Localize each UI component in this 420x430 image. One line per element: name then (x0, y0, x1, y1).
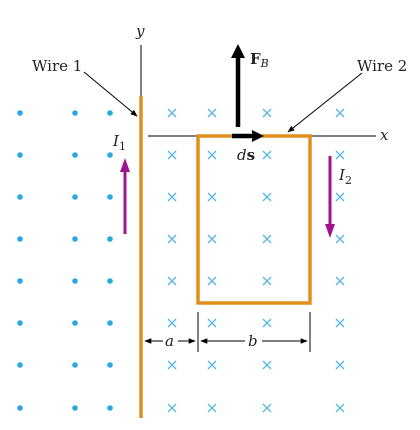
field-cross (262, 403, 272, 413)
field-cross (262, 108, 272, 118)
field-cross (335, 150, 345, 160)
field-cross (262, 192, 272, 202)
field-cross (207, 276, 217, 286)
wire-2-label: Wire 2 (357, 57, 407, 75)
ds-label: ds (237, 146, 255, 164)
field-cross (207, 318, 217, 328)
field-dot (107, 194, 113, 200)
field-dot (17, 194, 23, 200)
x-axis-label: x (380, 126, 389, 144)
field-cross (207, 192, 217, 202)
field-cross (262, 318, 272, 328)
field-cross (335, 234, 345, 244)
field-dot (107, 278, 113, 284)
current-1-arrow-head (120, 158, 130, 172)
field-dot (72, 194, 78, 200)
field-cross (262, 150, 272, 160)
current-2-arrow-head (325, 224, 335, 238)
field-cross (207, 150, 217, 160)
field-cross (335, 276, 345, 286)
field-crosses-into-page (167, 108, 345, 413)
wire-1-label: Wire 1 (32, 57, 82, 75)
field-cross (207, 234, 217, 244)
field-dot (107, 110, 113, 116)
field-dot (17, 320, 23, 326)
field-cross (167, 318, 177, 328)
field-dot (17, 152, 23, 158)
field-dot (107, 405, 113, 411)
field-dot (107, 320, 113, 326)
field-cross (167, 150, 177, 160)
field-dot (107, 236, 113, 242)
field-cross (335, 403, 345, 413)
field-dots-out-of-page (17, 110, 113, 411)
wire-2-pointer (287, 72, 363, 133)
field-dot (72, 152, 78, 158)
field-dot (107, 362, 113, 368)
field-dot (17, 110, 23, 116)
dim-b-label: b (248, 332, 258, 350)
field-dot (107, 152, 113, 158)
force-label: FB (250, 50, 269, 70)
field-cross (207, 108, 217, 118)
field-cross (167, 360, 177, 370)
field-cross (335, 360, 345, 370)
field-cross (167, 276, 177, 286)
field-dot (17, 236, 23, 242)
field-cross (167, 192, 177, 202)
field-cross (207, 403, 217, 413)
field-dot (72, 362, 78, 368)
field-cross (335, 108, 345, 118)
y-axis-label: y (135, 22, 145, 40)
wire-1-pointer (83, 71, 138, 117)
field-dot (17, 405, 23, 411)
field-dot (72, 405, 78, 411)
field-dot (72, 320, 78, 326)
field-cross (262, 234, 272, 244)
field-cross (167, 108, 177, 118)
field-cross (167, 234, 177, 244)
field-dot (17, 362, 23, 368)
current-2-label: I2 (338, 166, 352, 187)
field-cross (262, 360, 272, 370)
field-cross (167, 403, 177, 413)
force-arrow-head (231, 44, 245, 58)
field-dot (72, 110, 78, 116)
field-cross (207, 360, 217, 370)
field-cross (335, 318, 345, 328)
ds-arrow-head (252, 130, 264, 142)
field-dot (72, 278, 78, 284)
field-cross (262, 276, 272, 286)
field-dot (17, 278, 23, 284)
dim-a-label: a (165, 332, 174, 350)
current-1-label: I1 (112, 132, 126, 153)
field-dot (72, 236, 78, 242)
field-cross (335, 192, 345, 202)
